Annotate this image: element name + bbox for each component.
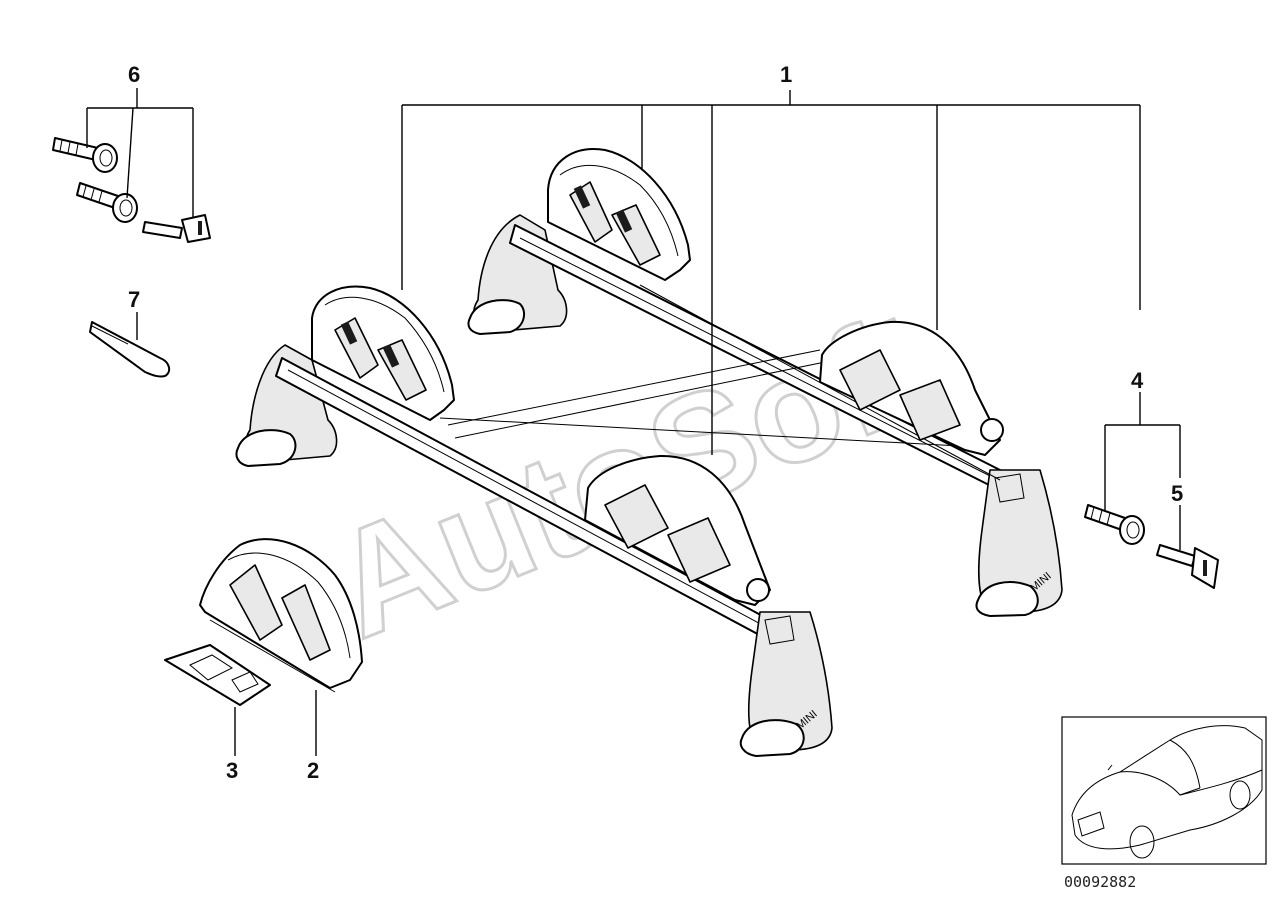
- callout-3: 3: [226, 758, 238, 783]
- callout-6: 6: [128, 62, 140, 87]
- ski-holder-rear-left: [547, 148, 691, 281]
- leader-lines: [86, 88, 1181, 756]
- part-5-key: [1156, 544, 1219, 589]
- ski-holder-rear-right: [819, 320, 1004, 456]
- ski-holder-front-left: [311, 285, 455, 421]
- ski-holder-front-right: [584, 454, 771, 606]
- callout-2: 2: [307, 758, 319, 783]
- document-number: 00092882: [1064, 873, 1136, 891]
- callout-5: 5: [1171, 481, 1183, 506]
- callout-1: 1: [780, 62, 792, 87]
- part-3-pad: [164, 644, 271, 706]
- callouts: 1 6 7 4 5 2 3: [128, 62, 1183, 783]
- front-rack-bar: MINI: [235, 344, 961, 757]
- callout-7: 7: [128, 287, 140, 312]
- car-outline-icon: [1071, 725, 1263, 859]
- part-7-tool: [89, 321, 171, 378]
- part-4-lock: [1084, 504, 1145, 545]
- callout-4: 4: [1131, 368, 1144, 393]
- part-2-ski-holder: [199, 538, 363, 693]
- part-6-lock-set: [52, 137, 211, 243]
- vehicle-thumbnail: [1061, 716, 1267, 865]
